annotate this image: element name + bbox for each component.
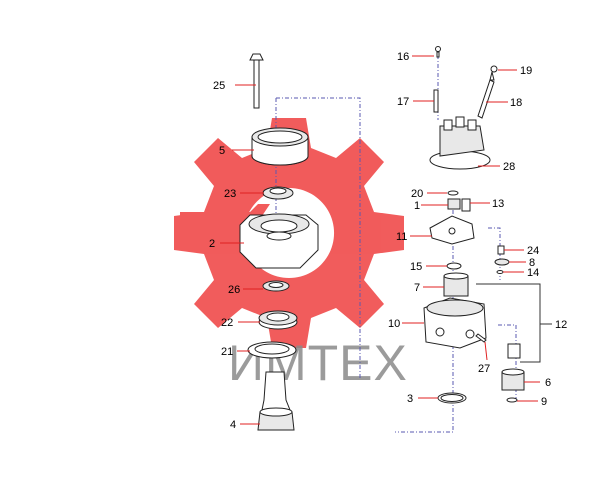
callout-20: 20 bbox=[411, 188, 423, 200]
bracket-12 bbox=[476, 283, 541, 363]
callout-19: 19 bbox=[520, 65, 532, 77]
callout-15: 15 bbox=[410, 261, 422, 273]
part-5-ring-gear bbox=[251, 127, 309, 166]
part-15-ring bbox=[446, 262, 462, 270]
callout-21: 21 bbox=[221, 346, 233, 358]
part-23-bearing bbox=[262, 186, 294, 200]
part-4-shaft bbox=[257, 371, 295, 431]
part-13-bushing bbox=[461, 198, 471, 212]
part-24-bolt bbox=[497, 245, 505, 255]
callout-13: 13 bbox=[492, 198, 504, 210]
part-2-housing bbox=[239, 213, 319, 269]
callout-12: 12 bbox=[555, 319, 567, 331]
part-26-bearing bbox=[262, 280, 290, 292]
callout-24: 24 bbox=[527, 245, 539, 257]
callout-labels: 25 5 23 2 26 22 21 4 16 17 19 18 28 20 1… bbox=[209, 51, 567, 431]
gear-shape bbox=[174, 118, 404, 348]
part-20-washer bbox=[447, 190, 459, 196]
part-25-bolt bbox=[249, 53, 264, 109]
part-21-seal bbox=[247, 341, 297, 359]
callout-7: 7 bbox=[414, 282, 420, 294]
guide-left-top bbox=[276, 97, 361, 380]
callout-4: 4 bbox=[230, 419, 236, 431]
callout-11: 11 bbox=[396, 231, 407, 243]
callout-25: 25 bbox=[213, 80, 225, 92]
part-17-pin bbox=[433, 89, 439, 113]
part-10-carrier bbox=[423, 297, 487, 349]
callout-10: 10 bbox=[388, 318, 400, 330]
callout-23: 23 bbox=[224, 188, 236, 200]
part-22-bearing bbox=[258, 310, 298, 330]
callout-16: 16 bbox=[397, 51, 409, 63]
part-19-screw bbox=[489, 65, 498, 81]
callout-18: 18 bbox=[510, 97, 522, 109]
part-16-pin bbox=[435, 46, 441, 58]
part-1-gear bbox=[447, 198, 461, 210]
part-27-pin bbox=[475, 333, 487, 343]
callout-9: 9 bbox=[541, 396, 547, 408]
part-6-planet-gear bbox=[501, 368, 525, 391]
callout-27: 27 bbox=[478, 363, 490, 375]
callout-3: 3 bbox=[407, 393, 413, 405]
callout-8: 8 bbox=[529, 257, 535, 269]
callout-14: 14 bbox=[527, 267, 539, 279]
callout-1: 1 bbox=[414, 200, 420, 212]
callout-2: 2 bbox=[209, 238, 215, 250]
part-9-washer bbox=[506, 397, 518, 403]
part-3-o-ring bbox=[437, 392, 467, 404]
callout-5: 5 bbox=[219, 145, 225, 157]
part-18-shaft-pin bbox=[477, 79, 495, 119]
callout-17: 17 bbox=[397, 96, 409, 108]
part-8-gear bbox=[494, 258, 510, 266]
part-7-sun-gear bbox=[443, 272, 469, 297]
watermark-text: ИМТЕХ bbox=[228, 335, 408, 391]
part-28-motor bbox=[429, 116, 491, 170]
callout-6: 6 bbox=[545, 377, 551, 389]
part-11-plate bbox=[429, 215, 475, 245]
callout-22: 22 bbox=[221, 317, 233, 329]
part-12-pin bbox=[507, 343, 521, 359]
leader-lines bbox=[220, 55, 540, 425]
part-14-washer bbox=[496, 270, 504, 274]
callout-28: 28 bbox=[503, 161, 515, 173]
callout-26: 26 bbox=[228, 284, 240, 296]
guide-lower bbox=[498, 324, 517, 400]
